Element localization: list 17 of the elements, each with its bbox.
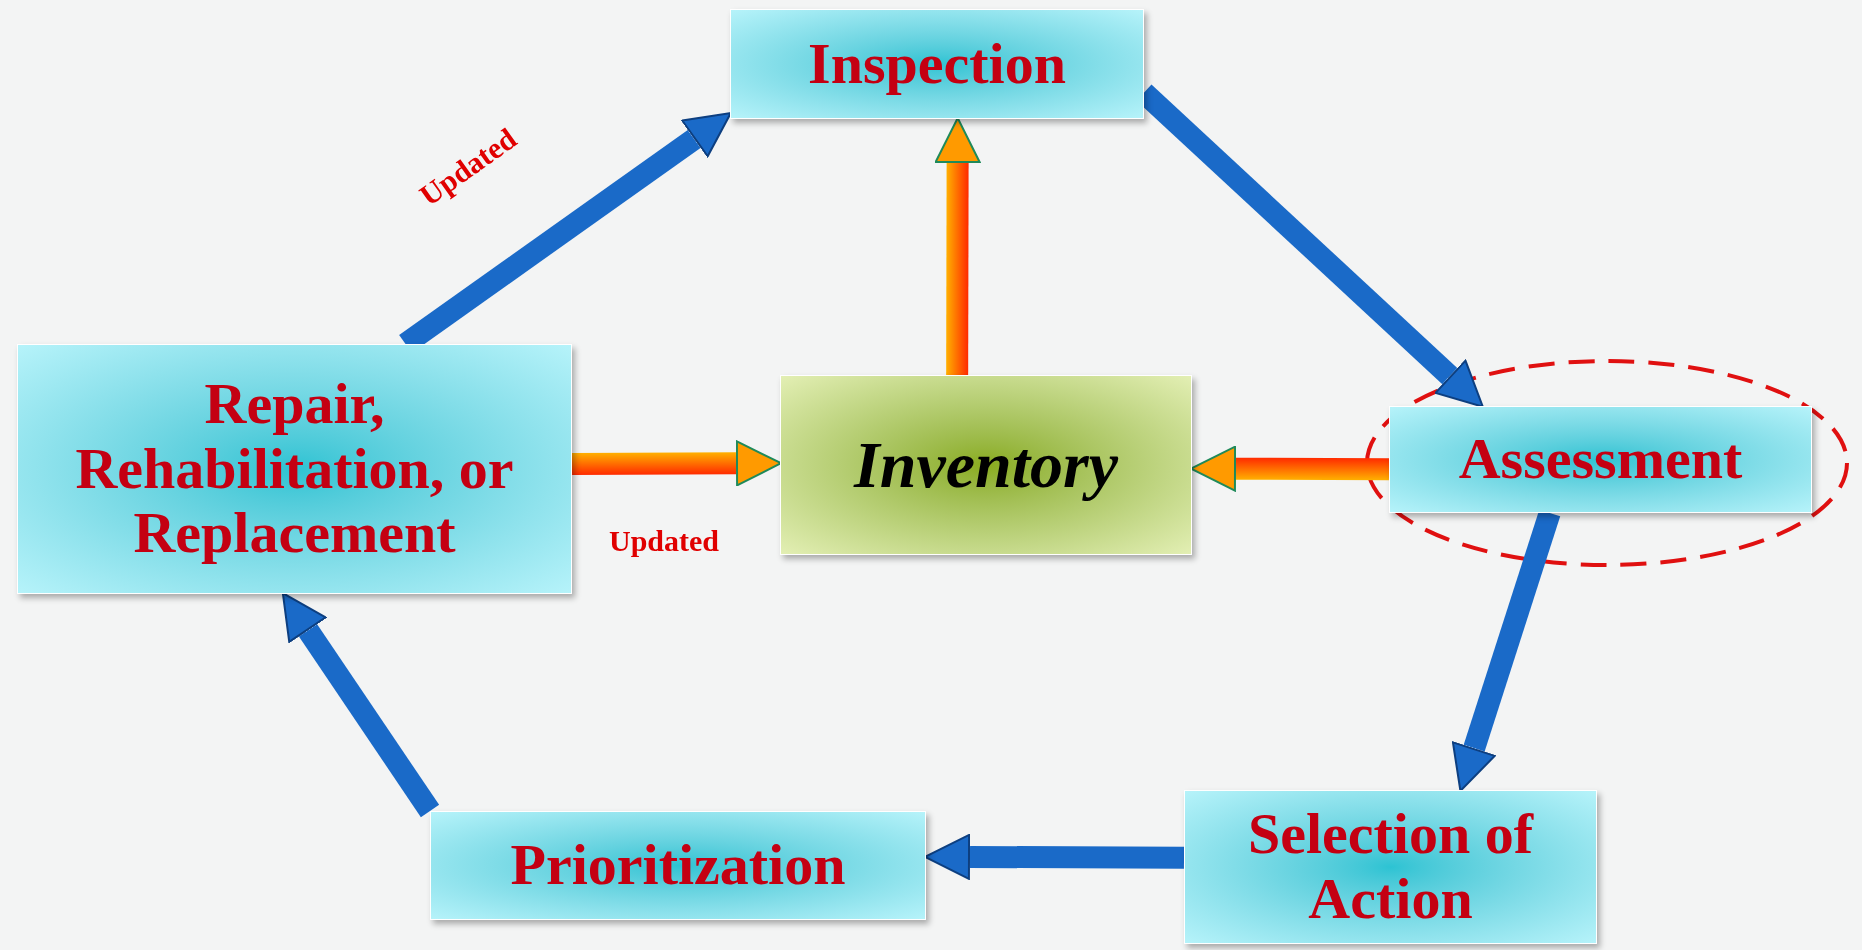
node-label: Inspection [808, 31, 1066, 97]
block-arrow [281, 592, 440, 818]
node-label: Selection of Action [1246, 802, 1535, 932]
node-label: Assessment [1458, 427, 1743, 492]
process-box [17, 344, 572, 594]
center-box [780, 375, 1192, 555]
process-box [730, 9, 1144, 119]
block-arrow [571, 440, 782, 487]
process-box [1184, 790, 1597, 944]
node-label: Prioritization [510, 833, 846, 898]
block-arrow [924, 833, 1185, 880]
process-box [1389, 406, 1812, 513]
block-arrow [934, 117, 981, 376]
node-label: Inventory [854, 428, 1118, 502]
block-arrow [1190, 445, 1390, 492]
process-box [430, 811, 926, 920]
node-label: Repair, Rehabilitation, or Replacement [74, 371, 515, 567]
